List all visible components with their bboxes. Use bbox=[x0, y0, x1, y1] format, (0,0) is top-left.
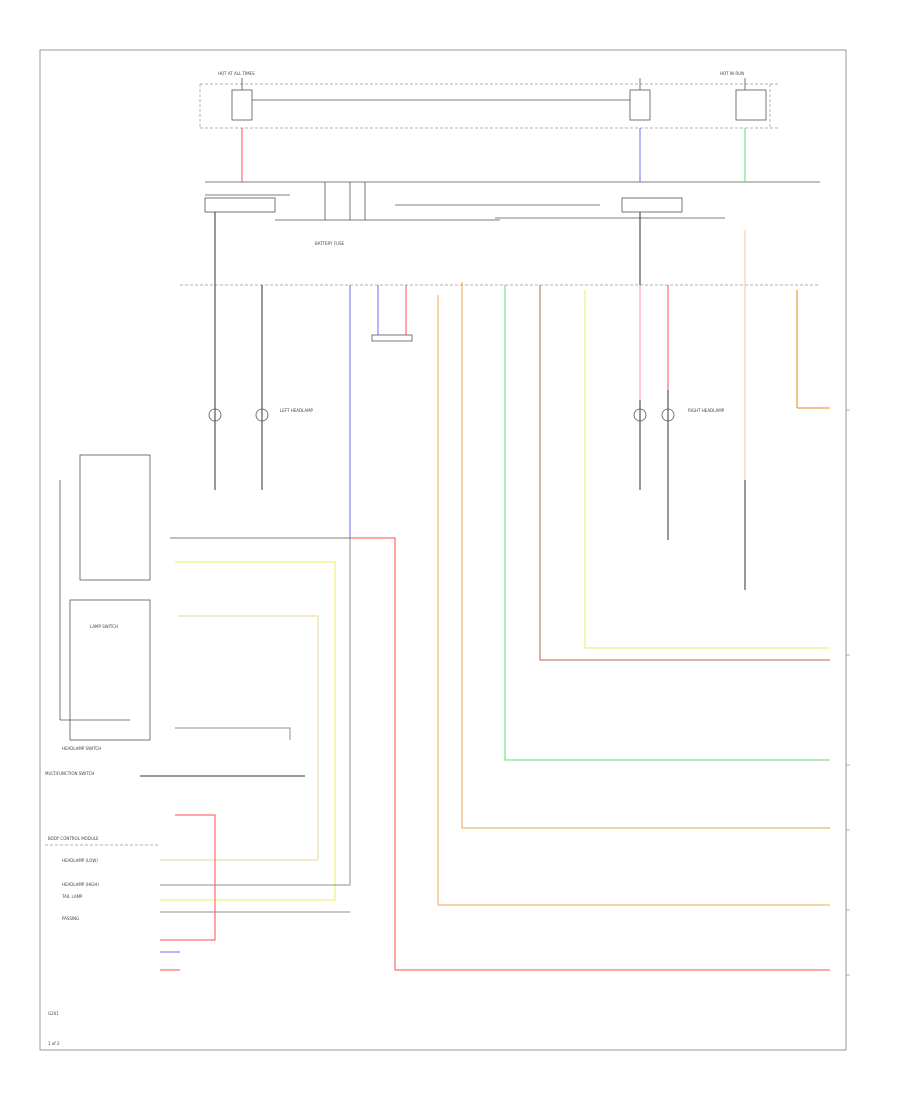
diagram-frame bbox=[39, 49, 847, 1051]
right-headlamp-bulb-high bbox=[661, 408, 675, 422]
center-connectors bbox=[371, 285, 413, 342]
top-right-fuse-label: HOT IN RUN bbox=[720, 71, 744, 76]
left-headlamp-branch: LEFT HEADLAMP bbox=[208, 212, 314, 490]
left-headlamp-label: LEFT HEADLAMP bbox=[280, 408, 314, 413]
pin-tail-lamp: TAIL LAMP bbox=[61, 894, 83, 899]
pin-passing: PASSING bbox=[62, 916, 79, 921]
left-headlamp-bulb-low bbox=[208, 408, 222, 422]
multifunction-switch bbox=[59, 454, 350, 741]
right-headlamp-label: RIGHT HEADLAMP bbox=[688, 408, 725, 413]
ground-label: G201 bbox=[48, 1011, 59, 1016]
right-edge-ticks bbox=[846, 409, 850, 976]
fuse-feed-wires bbox=[241, 128, 746, 182]
left-headlamp-bulb-high bbox=[255, 408, 269, 422]
output-wires bbox=[349, 282, 830, 971]
headlamp-switch-label: HEADLAMP SWITCH bbox=[62, 746, 101, 751]
top-fuse-box bbox=[199, 83, 780, 129]
top-fuse-internals bbox=[231, 78, 767, 121]
diagram-footer: 1 of 2 bbox=[48, 1041, 60, 1046]
lamp-switch-label: LAMP SWITCH bbox=[90, 624, 118, 629]
pin-headlamp-high: HEADLAMP (HIGH) bbox=[62, 882, 99, 887]
pin-headlamp-low: HEADLAMP (LOW) bbox=[62, 858, 98, 863]
right-headlamp-bulb-low bbox=[633, 408, 647, 422]
top-left-fuse-label: HOT AT ALL TIMES bbox=[218, 71, 255, 76]
right-ground-branch bbox=[744, 230, 830, 590]
bcm-label: BODY CONTROL MODULE bbox=[48, 836, 99, 841]
multifunction-switch-label: MULTIFUNCTION SWITCH bbox=[45, 771, 94, 776]
right-headlamp-branch: RIGHT HEADLAMP bbox=[633, 212, 725, 540]
switch-wires bbox=[140, 538, 351, 971]
power-bus bbox=[204, 181, 820, 221]
battery-fuse-label: BATTERY FUSE bbox=[315, 241, 345, 246]
bcm-connector: BODY CONTROL MODULE HEADLAMP (LOW) HEADL… bbox=[45, 836, 160, 921]
